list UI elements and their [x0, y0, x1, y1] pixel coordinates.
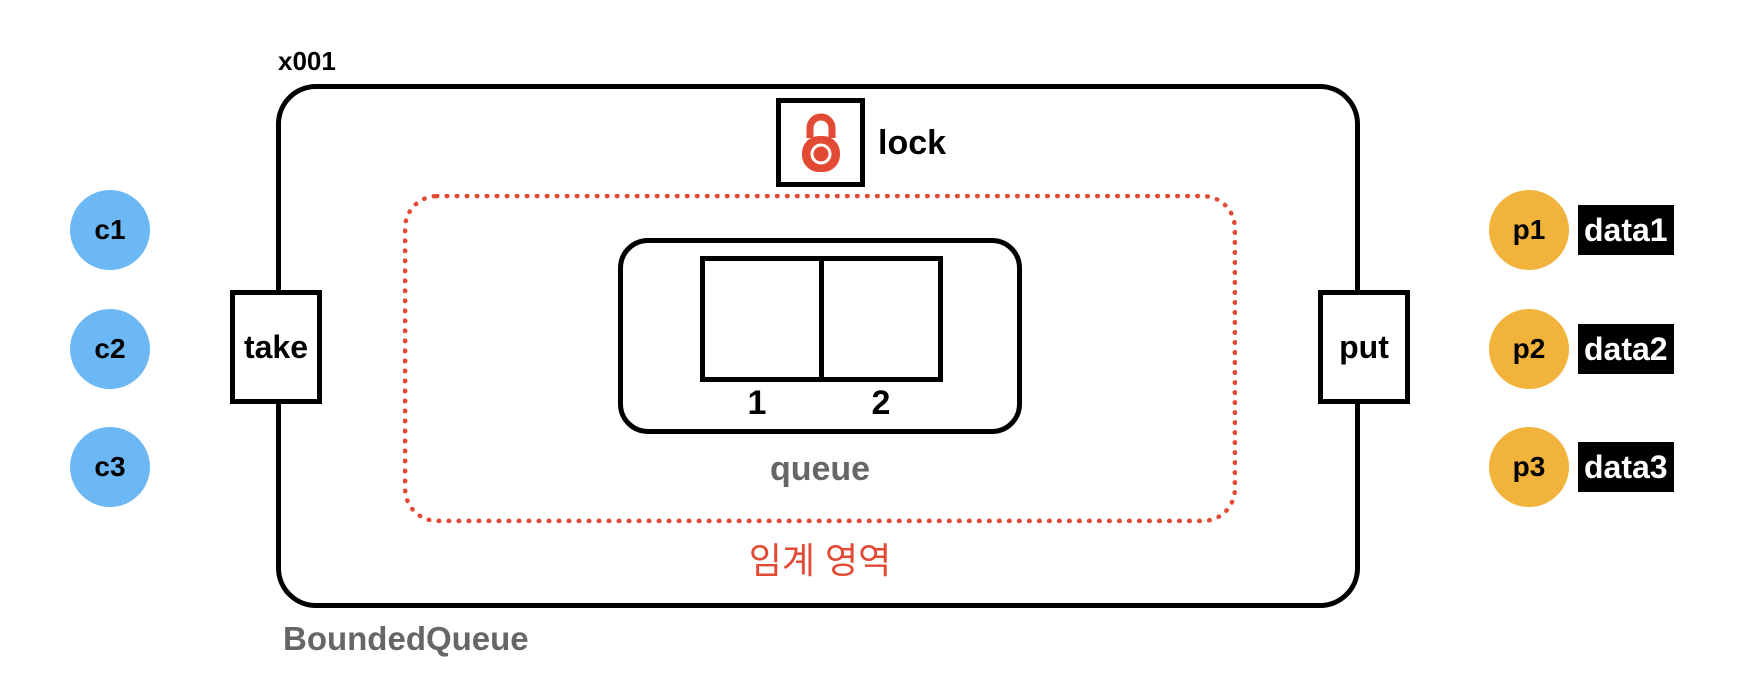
consumer-thread-c3: c3 [70, 427, 150, 507]
queue-container [618, 238, 1022, 434]
critical-region-label: 임계 영역 [748, 540, 892, 581]
producer-thread-p3: p3 [1489, 427, 1569, 507]
put-method-box: put [1318, 290, 1410, 404]
take-method-box: take [230, 290, 322, 404]
producer-thread-p2: p2 [1489, 309, 1569, 389]
class-name-label: BoundedQueue [283, 620, 529, 657]
consumer-thread-c2: c2 [70, 309, 150, 389]
producer-thread-p1: p1 [1489, 190, 1569, 270]
lock-label: lock [878, 124, 947, 162]
queue-slot-1 [700, 256, 824, 382]
producer-data-tag: data3 [1578, 442, 1674, 492]
critical-region-border [403, 194, 1237, 523]
producer-data-tag: data1 [1578, 205, 1674, 255]
queue-slot-label: 1 [747, 384, 767, 422]
consumer-thread-c1: c1 [70, 190, 150, 270]
producer-data-tag: data2 [1578, 324, 1674, 374]
queue-slot-2 [819, 256, 943, 382]
queue-slot-label: 2 [871, 384, 891, 422]
object-id-label: x001 [278, 46, 336, 76]
padlock-icon [801, 113, 840, 172]
lock-box [776, 98, 865, 187]
queue-label: queue [769, 450, 871, 488]
